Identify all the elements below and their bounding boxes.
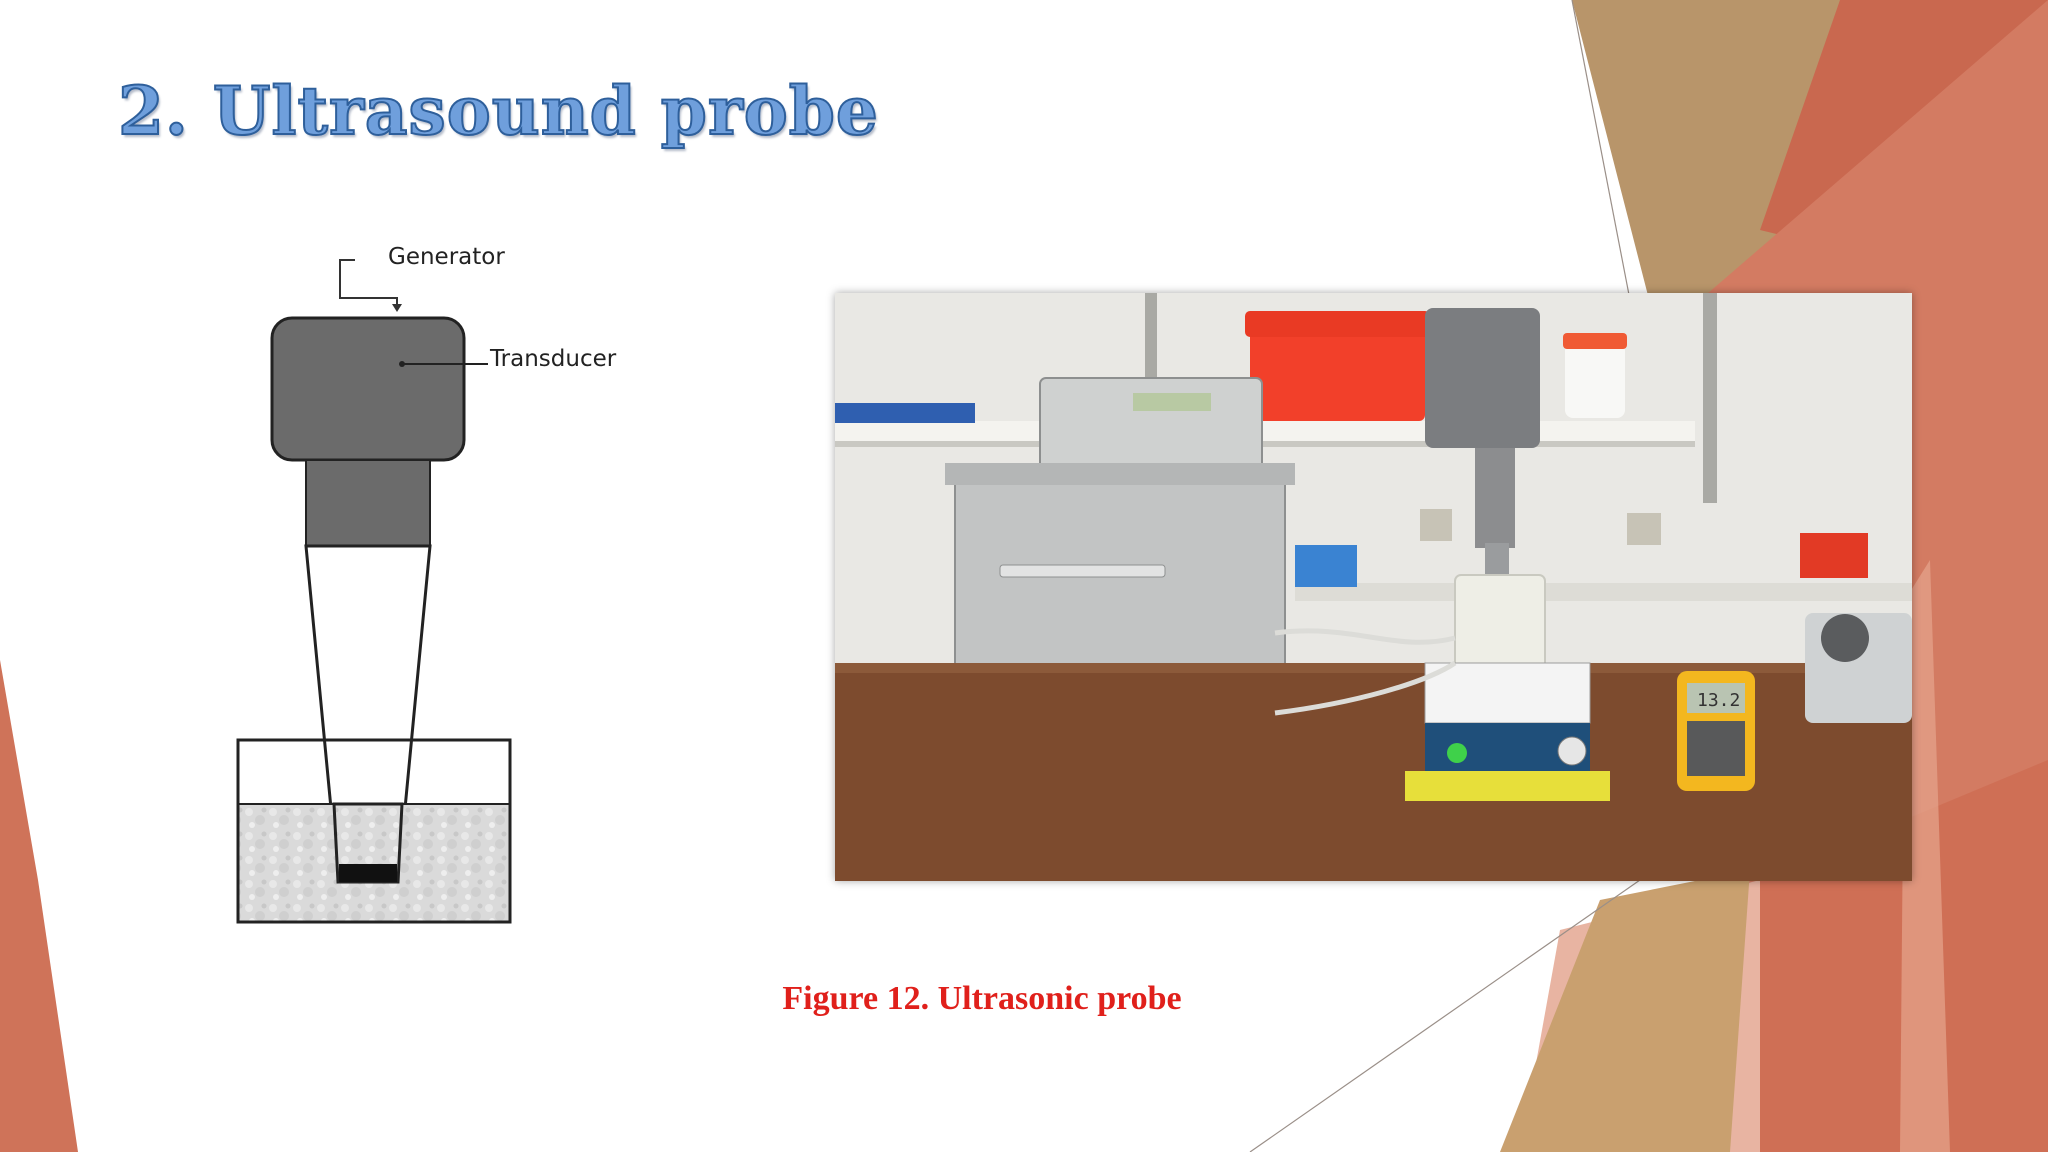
- decor-tan-facet-top: [1572, 0, 1860, 520]
- probe-tip: [339, 864, 397, 882]
- photo-blue-box: [1295, 545, 1357, 587]
- transducer-pointer-dot: [399, 361, 405, 367]
- photo-wall-outlet-right: [1627, 513, 1661, 545]
- slide-title: 2. Ultrasound probe: [117, 71, 879, 151]
- photo-thermometer-reading: 13.2: [1697, 690, 1740, 711]
- probe-diagram: Generator Transducer: [236, 244, 617, 924]
- photo-red-cooler-lid: [1245, 311, 1430, 337]
- probe-tip-body: [332, 802, 404, 884]
- photo-lower-shelf: [1295, 583, 1912, 601]
- photo-wall-outlet-left: [1420, 509, 1452, 541]
- transducer-label: Transducer: [489, 346, 617, 372]
- photo-shelf: [835, 421, 1695, 443]
- booster-section: [305, 459, 431, 547]
- photo-shelf-edge: [835, 441, 1695, 447]
- decor-tan-facet-bottom: [1500, 870, 1750, 1152]
- generator-arrowhead: [392, 304, 402, 312]
- photo-bench-edge: [835, 663, 1912, 673]
- photo-tubing: [1274, 628, 1457, 716]
- figure-caption: Figure 12. Ultrasonic probe: [782, 980, 1182, 1017]
- generator-connector-line: [339, 259, 398, 306]
- photo-chiller-display: [1133, 393, 1211, 411]
- photo-shelf-rail-right: [1703, 293, 1717, 503]
- beaker: [236, 738, 512, 924]
- photo-white-jar: [1565, 338, 1625, 418]
- photo-hotplate-knob: [1557, 736, 1587, 766]
- decor-thin-line-bottom: [1249, 879, 1641, 1152]
- lab-photo-illustration: 13.2: [835, 293, 1912, 881]
- photo-hotplate-green-button: [1447, 743, 1467, 763]
- photo-red-basket: [1800, 533, 1868, 578]
- photo-blue-items: [835, 403, 975, 423]
- decor-thin-line-top: [1571, 0, 1631, 301]
- photo-red-cooler: [1250, 313, 1425, 421]
- transducer-block: [270, 316, 466, 462]
- photo-pump-head: [1821, 614, 1869, 662]
- photo-chiller-top: [945, 463, 1295, 485]
- photo-sonicator-head: [1425, 308, 1540, 448]
- decor-left-sliver: [0, 660, 78, 1152]
- photo-thermometer-keys: [1687, 721, 1745, 776]
- photo-chiller-handle: [999, 564, 1166, 578]
- generator-label: Generator: [388, 244, 505, 270]
- photo-white-jar-lid: [1563, 333, 1627, 349]
- lab-photo: 13.2: [835, 293, 1912, 881]
- photo-hotplate-top: [1424, 662, 1591, 724]
- photo-chiller-controller: [1039, 377, 1263, 474]
- decor-light-shard: [1900, 560, 1950, 1152]
- photo-thermometer-screen: [1687, 683, 1745, 713]
- photo-yellow-tray: [1405, 771, 1610, 801]
- photo-sonicator-stand: [1475, 448, 1515, 548]
